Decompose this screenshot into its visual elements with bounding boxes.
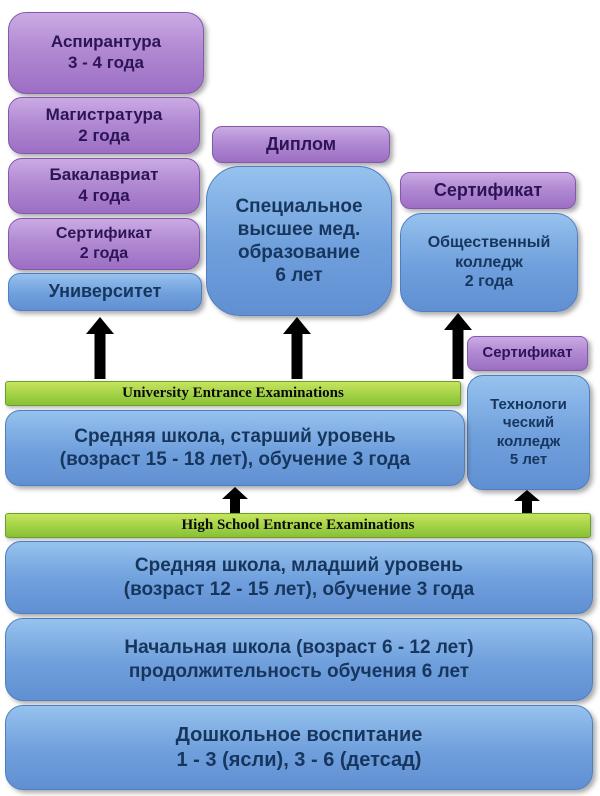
box-sertifikat-universitet: Сертификат 2 года <box>8 218 200 270</box>
box-middle-school-label: Средняя школа, младший уровень (возраст … <box>123 555 475 600</box>
up-arrow-icon <box>514 490 540 513</box>
box-aspirantura-label: Аспирантура 3 - 4 года <box>50 32 162 72</box>
box-senior-school-label: Средняя школа, старший уровень (возраст … <box>59 425 411 470</box>
box-sertifikat-college-label: Сертификат <box>433 179 543 200</box>
box-public-college: Общественный колледж 2 года <box>400 213 578 312</box>
box-sertifikat-universitet-label: Сертификат 2 года <box>55 225 153 262</box>
box-diplom: Диплом <box>212 126 390 163</box>
box-middle-school: Средняя школа, младший уровень (возраст … <box>5 541 593 614</box>
bar-high-school-entrance-exam: High School Entrance Examinations <box>5 513 591 538</box>
box-magistratura: Магистратура 2 года <box>8 97 200 154</box>
box-tech-college-label: Технологи ческий колледж 5 лет <box>490 395 567 468</box>
up-arrow-icon <box>222 487 248 513</box>
up-arrow-icon <box>86 317 114 379</box>
up-arrow-icon <box>283 317 311 379</box>
box-elementary-school: Начальная школа (возраст 6 - 12 лет) про… <box>5 618 593 701</box>
box-tech-college: Технологи ческий колледж 5 лет <box>467 375 590 490</box>
box-aspirantura: Аспирантура 3 - 4 года <box>8 12 204 94</box>
up-arrow-icon <box>444 313 472 379</box>
box-med-education: Специальное высшее мед. образование 6 ле… <box>206 166 392 316</box>
box-sertifikat-college: Сертификат <box>400 172 576 209</box>
box-magistratura-label: Магистратура 2 года <box>45 104 163 145</box>
bar-university-entrance-exam: University Entrance Examinations <box>5 381 461 406</box>
box-diplom-label: Диплом <box>265 133 337 154</box>
box-sertifikat-tech-label: Сертификат <box>482 344 573 362</box>
box-public-college-label: Общественный колледж 2 года <box>427 234 551 291</box>
box-preschool-label: Дошкольное воспитание 1 - 3 (ясли), 3 - … <box>175 724 423 771</box>
box-senior-school: Средняя школа, старший уровень (возраст … <box>5 410 465 486</box>
box-bakalavriat: Бакалавриат 4 года <box>8 158 200 214</box>
box-preschool: Дошкольное воспитание 1 - 3 (ясли), 3 - … <box>5 705 593 790</box>
box-med-education-label: Специальное высшее мед. образование 6 ле… <box>235 195 363 287</box>
box-bakalavriat-label: Бакалавриат 4 года <box>49 165 159 205</box>
box-universitet-label: Университет <box>48 281 162 302</box>
box-universitet: Университет <box>8 273 202 311</box>
box-sertifikat-tech: Сертификат <box>467 336 588 371</box>
box-elementary-school-label: Начальная школа (возраст 6 - 12 лет) про… <box>124 637 474 682</box>
bar-university-entrance-exam-label: University Entrance Examinations <box>122 385 344 401</box>
bar-high-school-entrance-exam-label: High School Entrance Examinations <box>181 517 415 533</box>
